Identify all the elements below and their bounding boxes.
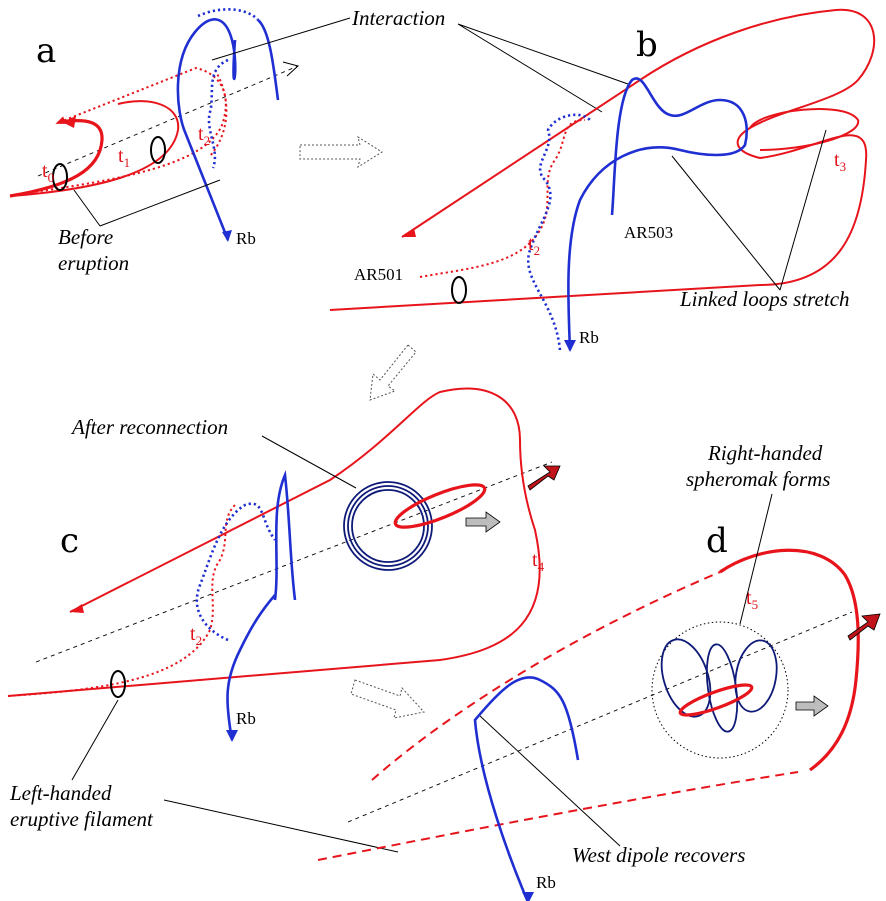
t1-twist-marker (150, 136, 166, 164)
linked-loops-leaders (671, 129, 827, 291)
west-dipole-label: West dipole recovers (572, 843, 745, 867)
t0-label: t0 (42, 160, 54, 185)
panel-d-axis (347, 611, 853, 823)
rb-dotted-inner (207, 58, 229, 169)
filament-label-1: Left-handed (9, 781, 112, 805)
panel-a-axis-arrowhead (282, 61, 300, 77)
rb-field-line-c (226, 469, 297, 741)
interaction-label: Interaction (351, 6, 445, 30)
step-arrow-b-c (369, 344, 417, 401)
t5-bottom-dashed (317, 771, 799, 861)
t4-arrowhead (70, 604, 84, 613)
step-arrow-a-b (299, 135, 383, 169)
rb-label-a: Rb (236, 229, 256, 248)
t3-field-line (329, 8, 876, 311)
motion-arrow-gray-c (465, 511, 501, 533)
rb-arrowhead-c (226, 730, 238, 742)
t0-field-line (9, 118, 104, 198)
before-eruption-label-1: Before (58, 225, 113, 249)
motion-arrow-red-c (527, 465, 561, 491)
before-eruption-label-2: eruption (58, 251, 129, 275)
ar501-twist-marker (451, 276, 467, 304)
rb-label-d: Rb (536, 873, 556, 892)
t5-lower-dashed (371, 571, 721, 781)
panel-a: a t0 t1 t2 Rb Before eruption (9, 8, 300, 275)
rb-field-line (176, 18, 280, 241)
t3-label: t3 (834, 149, 846, 174)
t2-field-line-b (419, 119, 586, 278)
spheromak-label-1: Right-handed (707, 441, 823, 465)
t5-label: t5 (746, 587, 758, 612)
t1-label: t1 (118, 145, 130, 170)
rb-arrowhead-b (564, 340, 576, 352)
before-eruption-leader (73, 179, 221, 227)
t5-field-line (719, 548, 860, 772)
rb-dotted-b (527, 113, 591, 351)
panel-d-letter: d (706, 521, 728, 561)
filament-twist-marker (110, 670, 126, 698)
panel-a-letter: a (36, 31, 56, 71)
rb-arrowhead (222, 230, 232, 242)
motion-arrow-gray-d (795, 695, 829, 717)
panel-d: d t5 Rb Right-handed spheromak forms Wes… (317, 441, 881, 901)
rb-dotted-top (197, 8, 260, 21)
after-reconnection-leader (261, 435, 357, 489)
interaction-leaders (211, 17, 629, 113)
t2-field-line-c (7, 504, 236, 697)
rb-label-b: Rb (579, 328, 599, 347)
reconnected-loop (343, 481, 487, 571)
spheromak-leader (739, 493, 773, 625)
interaction-callout: Interaction (211, 6, 629, 113)
step-arrow-c-d (350, 679, 425, 719)
filament-leaders (71, 699, 399, 853)
spheromak (660, 638, 778, 733)
t4-label: t4 (532, 549, 545, 574)
t2-label-c: t2 (190, 623, 202, 648)
t1-field-line (9, 100, 180, 197)
spheromak-label-2: spheromak forms (686, 467, 830, 491)
t0-arrowhead (62, 116, 76, 128)
spheromak-boundary (651, 621, 789, 759)
after-reconnection-label: After reconnection (70, 415, 228, 439)
rb-dotted-c (195, 502, 277, 642)
rb-field-line-b (567, 77, 749, 351)
t3-arrowhead (402, 228, 416, 237)
west-dipole-field-line (473, 676, 580, 901)
filament-label-2: eruptive filament (10, 807, 154, 831)
panel-c: c t2 t4 Rb After reconnection Left-hande… (7, 387, 561, 853)
t0-twist-marker (52, 163, 68, 191)
linked-loops-label: Linked loops stretch (679, 287, 850, 311)
t2-label-a: t2 (198, 123, 210, 148)
t2-field-line-dotted (19, 66, 227, 195)
t4-field-line (7, 387, 541, 697)
ar503-label: AR503 (624, 223, 673, 242)
t3-inner-loop (749, 108, 860, 151)
panel-c-letter: c (60, 521, 79, 561)
ar501-label: AR501 (354, 265, 403, 284)
motion-arrow-red-d (847, 613, 881, 641)
rb-label-c: Rb (236, 709, 256, 728)
panel-b: b t2 t3 AR503 AR501 Rb Linked loops stre… (329, 8, 876, 352)
west-dipole-arrowhead (522, 892, 534, 901)
panel-a-axis (37, 65, 299, 177)
panel-b-letter: b (636, 25, 658, 65)
t2-label-b: t2 (528, 233, 540, 258)
west-dipole-leader (479, 715, 621, 847)
panel-c-axis (35, 461, 553, 663)
